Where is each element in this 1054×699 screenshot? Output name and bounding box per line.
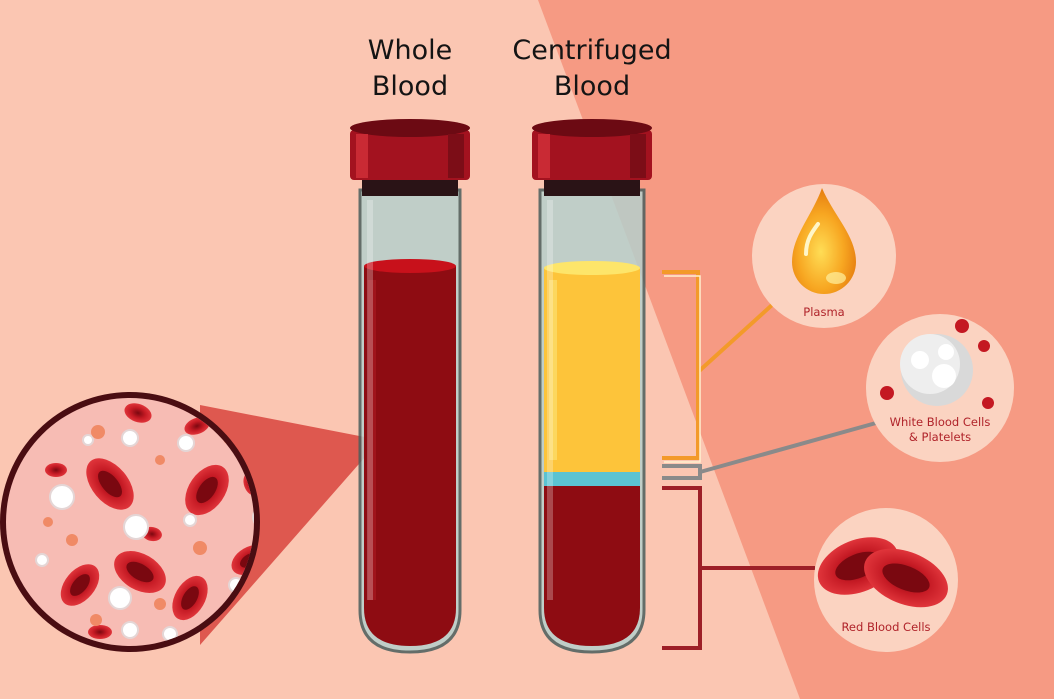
centrifuged-blood-tube <box>538 188 646 654</box>
whole-blood-title: Whole Blood <box>330 33 490 105</box>
whole-blood-title-line2: Blood <box>371 71 449 102</box>
wbc-label-line2: & Platelets <box>908 430 972 444</box>
wbc-bracket <box>662 421 877 480</box>
whole-blood-fill <box>364 266 456 646</box>
plasma-label: Plasma <box>774 305 874 320</box>
platelet-icon <box>880 319 994 409</box>
rbc-label-text: Red Blood Cells <box>841 620 931 634</box>
plasma-drop-icon <box>792 188 856 294</box>
rbc-layer <box>544 485 640 646</box>
plasma-label-text: Plasma <box>803 305 845 319</box>
plasma-badge <box>752 184 896 328</box>
whole-blood-tube <box>358 188 462 654</box>
centrifuged-blood-title-line1: Centrifuged <box>512 35 672 66</box>
buffy-coat-layer <box>544 470 640 486</box>
whole-blood-cap <box>350 119 470 196</box>
white-blood-cell-icon <box>900 334 973 406</box>
plasma-layer <box>544 268 640 472</box>
centrifuged-blood-title: Centrifuged Blood <box>497 33 687 105</box>
wbc-label-line1: White Blood Cells <box>889 415 991 429</box>
centrifuged-blood-title-line2: Blood <box>553 71 631 102</box>
centrifuged-blood-cap <box>532 119 652 196</box>
plasma-bracket <box>662 270 774 463</box>
rbc-bracket <box>662 486 815 650</box>
rbc-label: Red Blood Cells <box>826 620 946 635</box>
red-blood-cell-icon <box>817 537 948 608</box>
wbc-platelets-label: White Blood Cells & Platelets <box>875 415 1005 445</box>
whole-blood-title-line1: Whole <box>367 35 453 66</box>
wbc-badge <box>866 314 1014 462</box>
rbc-badge <box>814 508 958 652</box>
